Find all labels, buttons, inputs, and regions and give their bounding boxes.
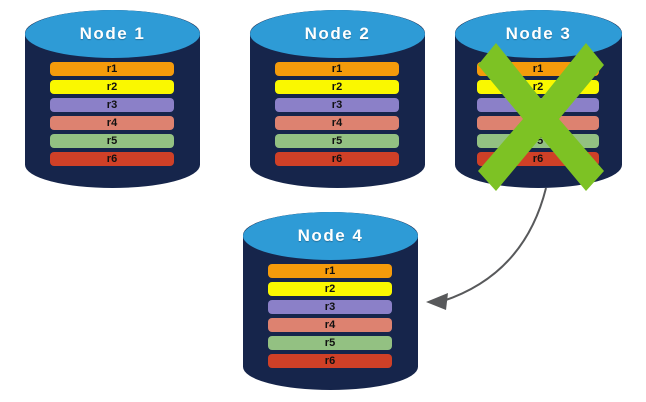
node-2-label: Node 2 [304,24,371,43]
node-4[interactable]: Node 4 r1 r2 r3 r4 r5 r6 [243,212,418,390]
node-3-row-r1[interactable]: r1 [477,62,599,76]
node-4-row-r6[interactable]: r6 [268,354,392,368]
node-1[interactable]: Node 1 r1 r2 r3 r4 r5 r6 [25,10,200,188]
node-2-cylinder-top [250,10,425,58]
node-3-label: Node 3 [505,24,572,43]
node-1-row-r5[interactable]: r5 [50,134,174,148]
node-1-label: Node 1 [79,24,146,43]
node-4-row-r2[interactable]: r2 [268,282,392,296]
node-3-row-r4[interactable]: r4 [477,116,599,130]
node-4-row-r5[interactable]: r5 [268,336,392,350]
node-4-cylinder-top [243,212,418,260]
node-4-label: Node 4 [297,226,364,245]
node-2-row-r4[interactable]: r4 [275,116,399,130]
node-4-row-r3[interactable]: r3 [268,300,392,314]
node-2[interactable]: Node 2 r1 r2 r3 r4 r5 r6 [250,10,425,188]
node-2-row-r5[interactable]: r5 [275,134,399,148]
replication-arrow-path [442,187,547,302]
node-1-row-r4[interactable]: r4 [50,116,174,130]
node-1-rows: r1 r2 r3 r4 r5 r6 [50,62,174,166]
node-2-rows: r1 r2 r3 r4 r5 r6 [275,62,399,166]
node-2-row-r2[interactable]: r2 [275,80,399,94]
node-4-row-r1[interactable]: r1 [268,264,392,278]
node-1-row-r6[interactable]: r6 [50,152,174,166]
node-3-row-r5[interactable]: r5 [477,134,599,148]
node-4-rows: r1 r2 r3 r4 r5 r6 [268,264,392,368]
node-2-row-r3[interactable]: r3 [275,98,399,112]
node-1-cylinder-top [25,10,200,58]
node-3-row-r6[interactable]: r6 [477,152,599,166]
node-4-row-r4[interactable]: r4 [268,318,392,332]
node-2-row-r1[interactable]: r1 [275,62,399,76]
node-1-row-r2[interactable]: r2 [50,80,174,94]
node-1-row-r3[interactable]: r3 [50,98,174,112]
node-2-row-r6[interactable]: r6 [275,152,399,166]
node-3-rows: r1 r2 r3 r4 r5 r6 [477,62,599,166]
node-3-row-r2[interactable]: r2 [477,80,599,94]
node-1-row-r1[interactable]: r1 [50,62,174,76]
node-3-row-r3[interactable]: r3 [477,98,599,112]
replication-arrow-head [426,293,448,310]
node-3[interactable]: Node 3 r1 r2 r3 r4 r5 r6 [455,10,622,191]
